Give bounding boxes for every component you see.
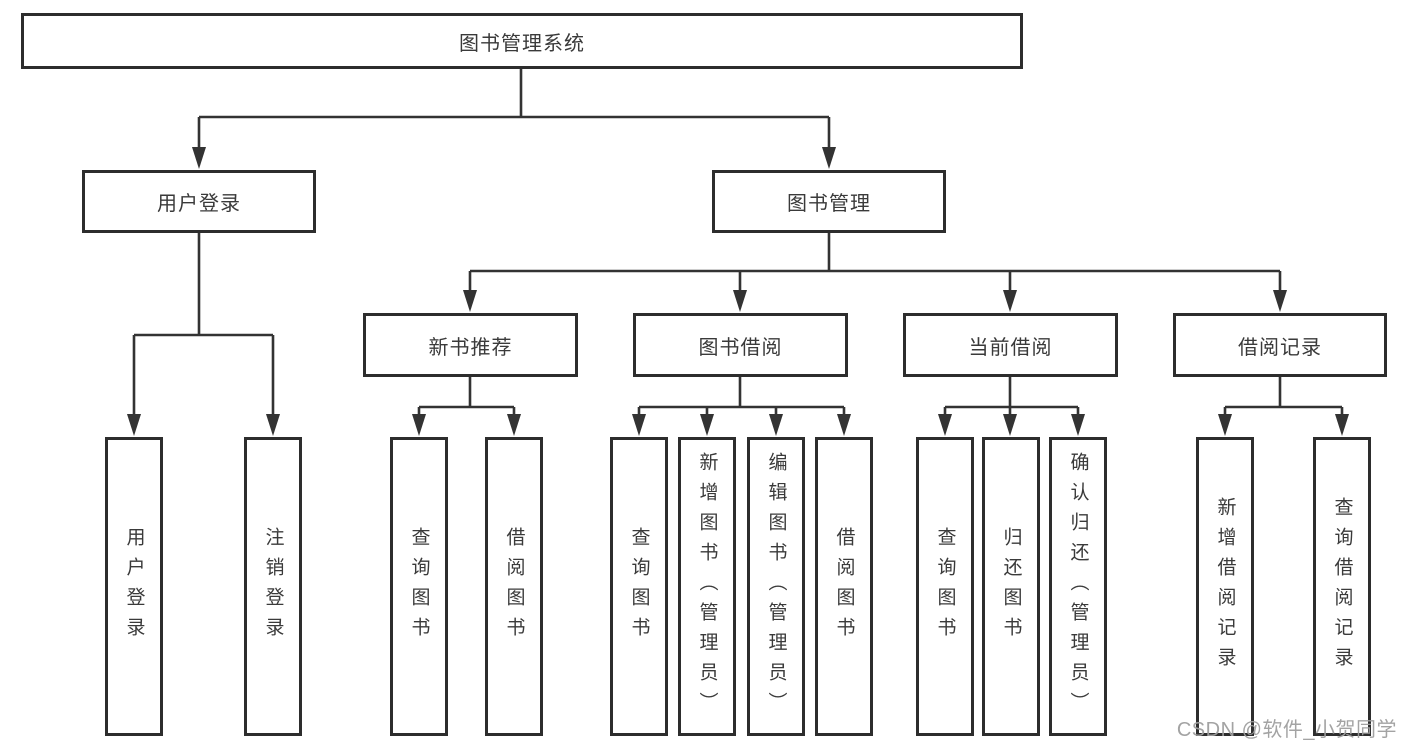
- leaf-borrow-books-under-recommendation: 借阅图书: [485, 437, 543, 736]
- leaf-query-books-under-current: 查询图书: [916, 437, 974, 736]
- arrowhead-icon: [700, 414, 714, 436]
- arrowhead-icon: [632, 414, 646, 436]
- arrowhead-icon: [507, 414, 521, 436]
- node-label: 查询图书: [934, 526, 956, 647]
- node-current-borrowing: 当前借阅: [903, 313, 1118, 377]
- node-label: 图书管理: [787, 193, 871, 215]
- node-root-system: 图书管理系统: [21, 13, 1023, 69]
- arrowhead-icon: [463, 290, 477, 312]
- connector-root-to-level2: [197, 69, 831, 152]
- arrowhead-icon: [1335, 414, 1349, 436]
- arrowhead-icon: [266, 414, 280, 436]
- node-label: 查询借阅记录: [1331, 496, 1353, 677]
- node-label: 当前借阅: [968, 336, 1053, 359]
- node-book-management: 图书管理: [712, 170, 946, 233]
- node-label: 查询图书: [628, 526, 650, 647]
- node-label: 借阅记录: [1238, 336, 1322, 359]
- arrowhead-icon: [1003, 290, 1017, 312]
- leaf-query-books-under-borrowing: 查询图书: [610, 437, 668, 736]
- node-label: 注销登录: [262, 526, 284, 647]
- arrowhead-icon: [412, 414, 426, 436]
- leaf-confirm-return-admin: 确认归还（管理员）: [1049, 437, 1107, 736]
- arrowhead-icon: [192, 147, 206, 169]
- node-label: 用户登录: [157, 193, 241, 215]
- node-label: 图书借阅: [698, 336, 783, 359]
- arrowhead-icon: [769, 414, 783, 436]
- connector-book-mgmt-to-level3: [468, 233, 1282, 296]
- arrowhead-icon: [1071, 414, 1085, 436]
- node-label: 新增图书（管理员）: [696, 451, 718, 722]
- arrowhead-icon: [822, 147, 836, 169]
- node-label: 新书推荐: [428, 336, 513, 359]
- leaf-borrow-books-under-borrowing: 借阅图书: [815, 437, 873, 736]
- arrowhead-icon: [127, 414, 141, 436]
- leaf-query-borrow-record: 查询借阅记录: [1313, 437, 1371, 736]
- arrowhead-icon: [837, 414, 851, 436]
- node-user-login: 用户登录: [82, 170, 316, 233]
- node-label: 查询图书: [408, 526, 430, 647]
- node-label: 图书管理系统: [459, 32, 585, 55]
- arrowhead-icon: [1003, 414, 1017, 436]
- leaf-add-borrow-record: 新增借阅记录: [1196, 437, 1254, 736]
- arrowhead-icon: [1273, 290, 1287, 312]
- arrowhead-icon: [938, 414, 952, 436]
- arrowhead-icon: [1218, 414, 1232, 436]
- node-label: 借阅图书: [503, 526, 525, 647]
- leaf-edit-books-admin: 编辑图书（管理员）: [747, 437, 805, 736]
- arrowhead-icon: [733, 290, 747, 312]
- arrowheads: [127, 147, 1349, 436]
- node-label: 确认归还（管理员）: [1067, 451, 1089, 722]
- node-label: 新增借阅记录: [1214, 496, 1236, 677]
- leaf-add-books-admin: 新增图书（管理员）: [678, 437, 736, 736]
- connector-current-borrow-to-children: [943, 377, 1080, 420]
- node-new-book-recommendation: 新书推荐: [363, 313, 578, 377]
- connector-borrow-records-to-children: [1223, 377, 1344, 420]
- node-label: 归还图书: [1000, 526, 1022, 647]
- connector-user-login-to-children: [132, 233, 275, 420]
- leaf-return-books: 归还图书: [982, 437, 1040, 736]
- node-label: 编辑图书（管理员）: [765, 451, 787, 722]
- node-book-borrowing: 图书借阅: [633, 313, 848, 377]
- connector-new-book-rec-to-children: [417, 377, 516, 420]
- node-label: 借阅图书: [833, 526, 855, 647]
- csdn-watermark: CSDN @软件_小贺同学: [1176, 719, 1397, 741]
- connector-book-borrow-to-children: [637, 377, 846, 420]
- node-label: 用户登录: [123, 526, 145, 647]
- leaf-logout: 注销登录: [244, 437, 302, 736]
- node-borrowing-records: 借阅记录: [1173, 313, 1387, 377]
- leaf-user-login: 用户登录: [105, 437, 163, 736]
- leaf-query-books-under-recommendation: 查询图书: [390, 437, 448, 736]
